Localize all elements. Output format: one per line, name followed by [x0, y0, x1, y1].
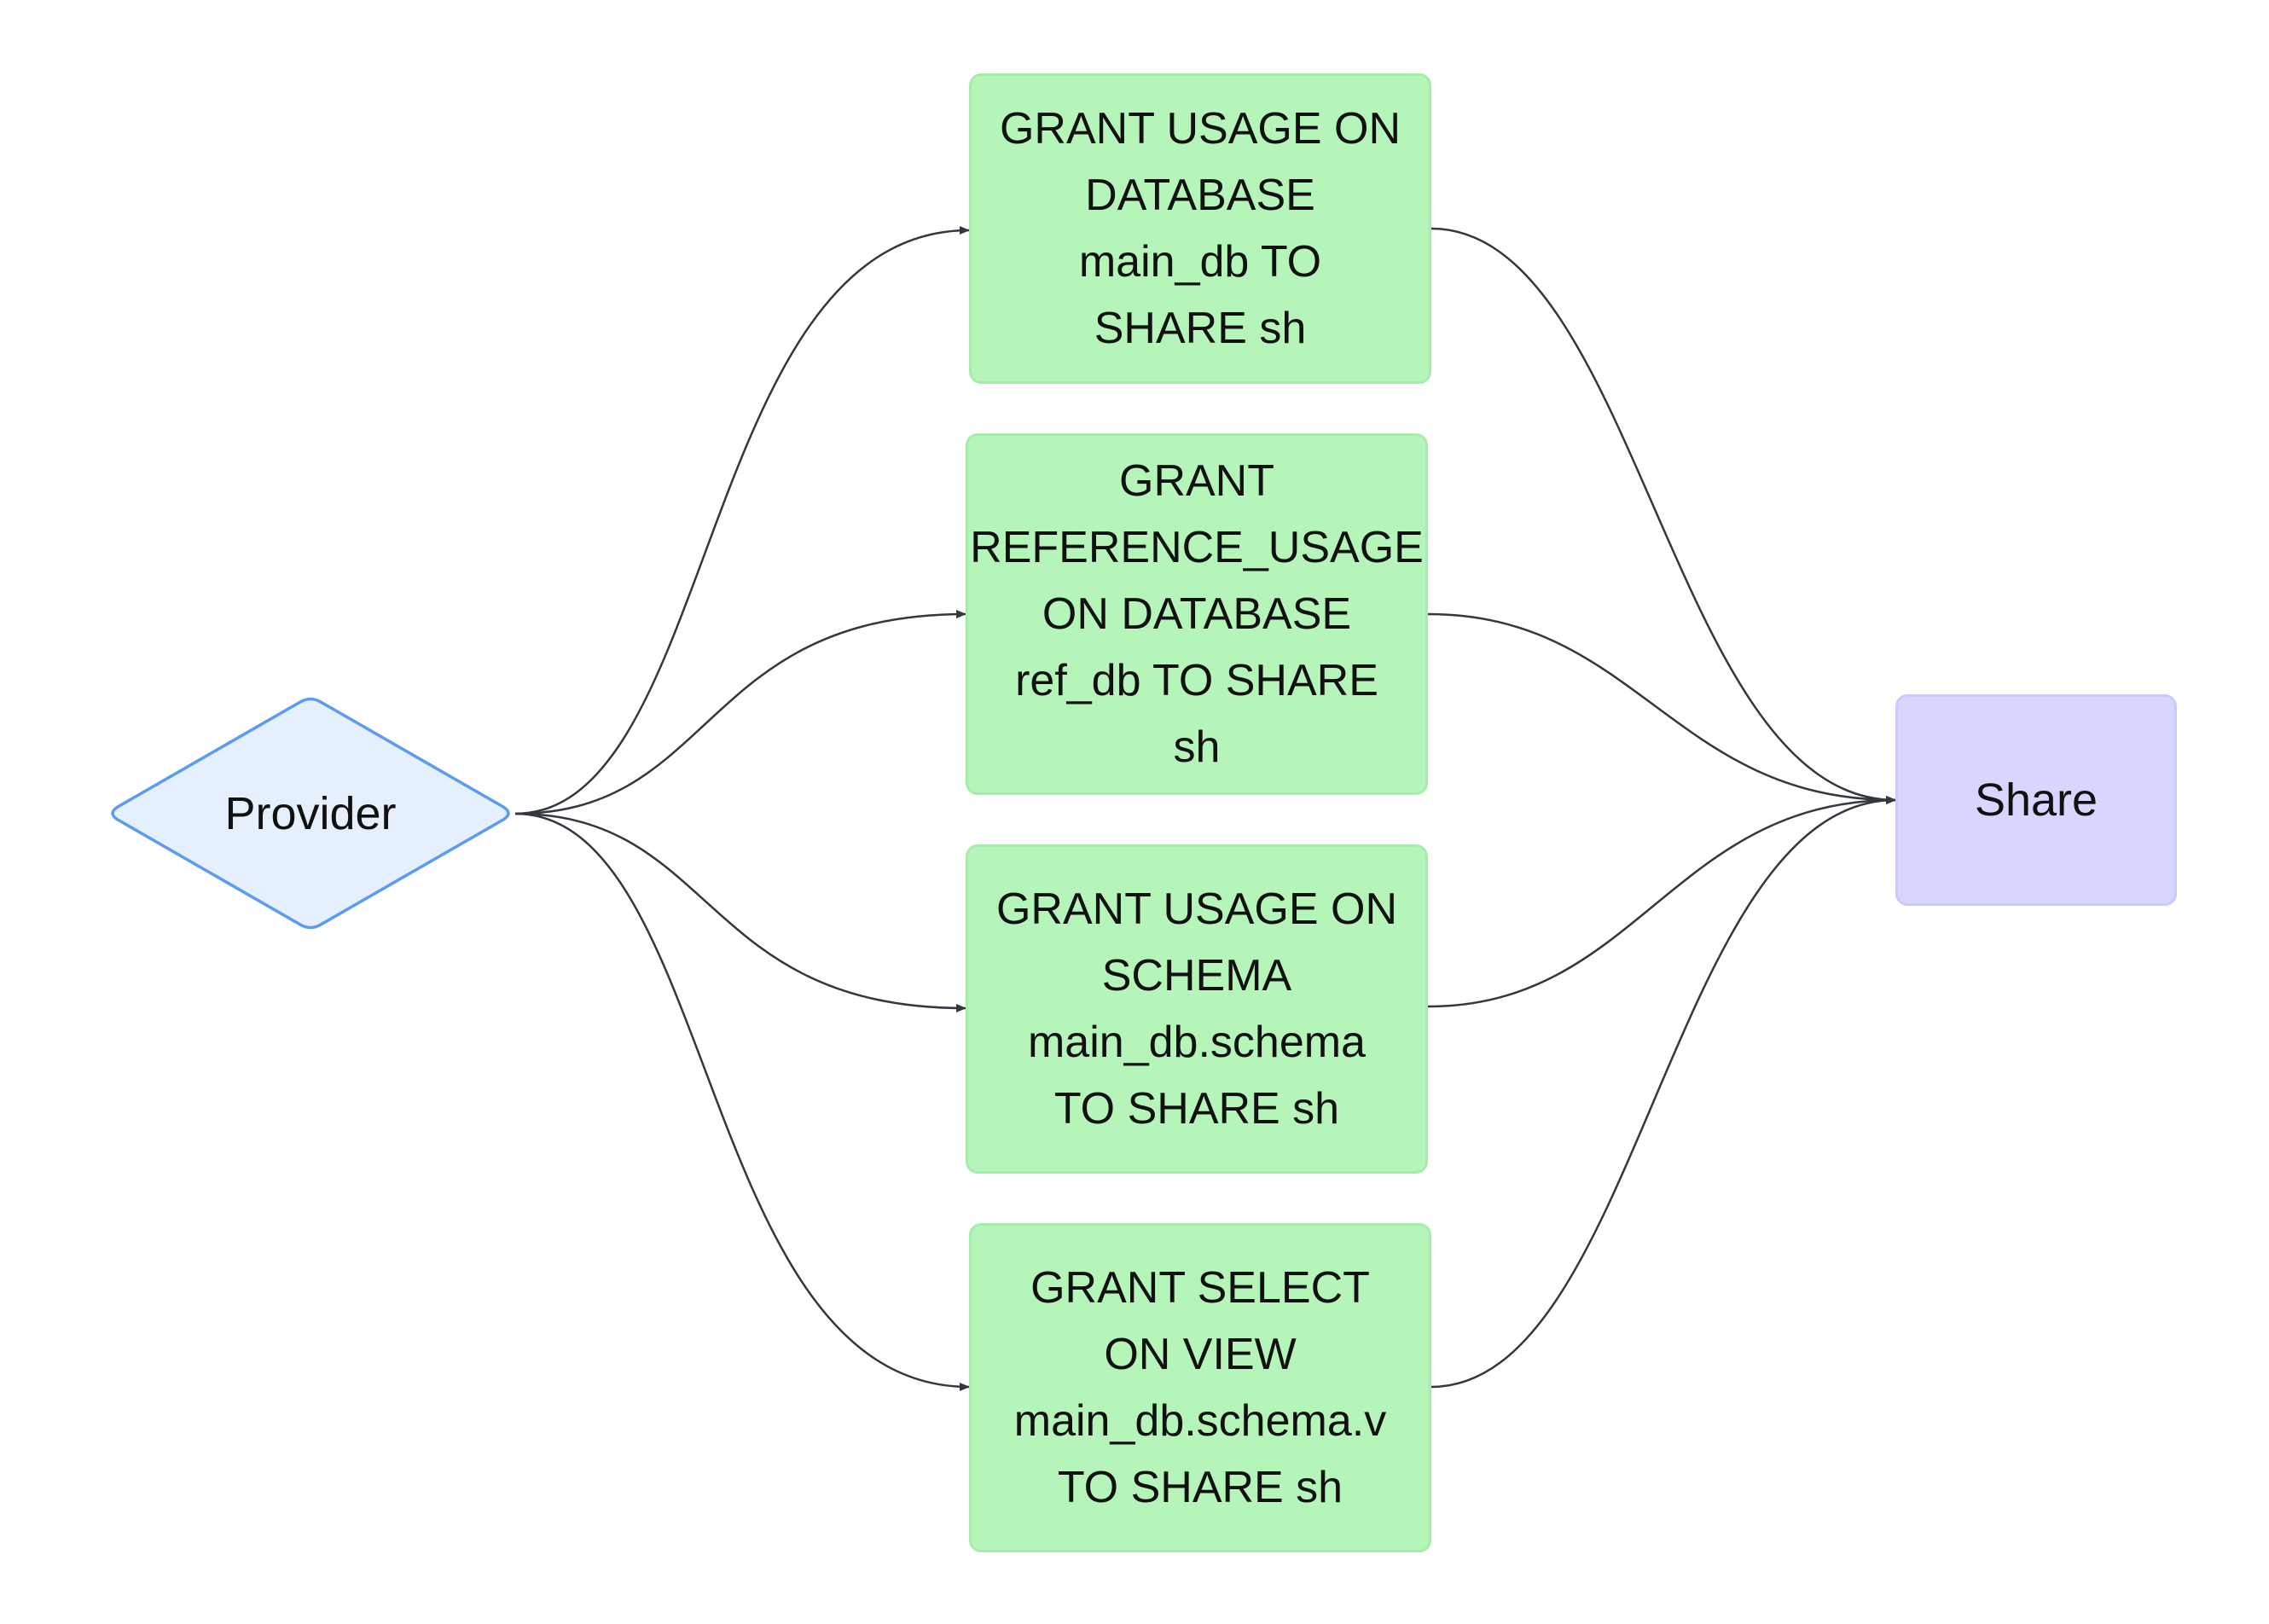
- grant-select-view-node: GRANT SELECT ON VIEW main_db.schema.v TO…: [969, 1223, 1431, 1552]
- edge-provider-to-grant-select-view: [514, 812, 970, 1391]
- grant-usage-database-label: GRANT USAGE ON DATABASE main_db TO SHARE…: [999, 104, 1401, 353]
- edge-grant-usage-database-to-share: [1430, 227, 1896, 804]
- grant-usage-schema-label: GRANT USAGE ON SCHEMA main_db.schema TO …: [995, 884, 1397, 1134]
- grant-select-view-label: GRANT SELECT ON VIEW main_db.schema.v TO…: [1013, 1263, 1387, 1512]
- grant-usage-database-node: GRANT USAGE ON DATABASE main_db TO SHARE…: [969, 73, 1431, 384]
- grant-reference-usage-database-node: GRANT REFERENCE_USAGE ON DATABASE ref_db…: [966, 433, 1428, 795]
- edge-provider-to-grant-usage-schema: [514, 812, 966, 1012]
- provider-label: Provider: [224, 787, 397, 839]
- grant-usage-schema-node: GRANT USAGE ON SCHEMA main_db.schema TO …: [966, 844, 1428, 1174]
- edge-grant-reference-usage-database-to-share: [1427, 612, 1896, 804]
- share-label: Share: [1974, 774, 2098, 826]
- share-node: Share: [1895, 694, 2177, 906]
- edge-grant-usage-schema-to-share: [1427, 796, 1896, 1008]
- edge-grant-select-view-to-share: [1430, 796, 1896, 1389]
- grant-reference-usage-database-label: GRANT REFERENCE_USAGE ON DATABASE ref_db…: [970, 456, 1424, 772]
- provider-node: Provider: [106, 696, 515, 931]
- edge-provider-to-grant-reference-usage-database: [514, 610, 966, 815]
- provider-diamond-shape: [111, 697, 510, 930]
- edge-provider-to-grant-usage-database: [514, 226, 970, 815]
